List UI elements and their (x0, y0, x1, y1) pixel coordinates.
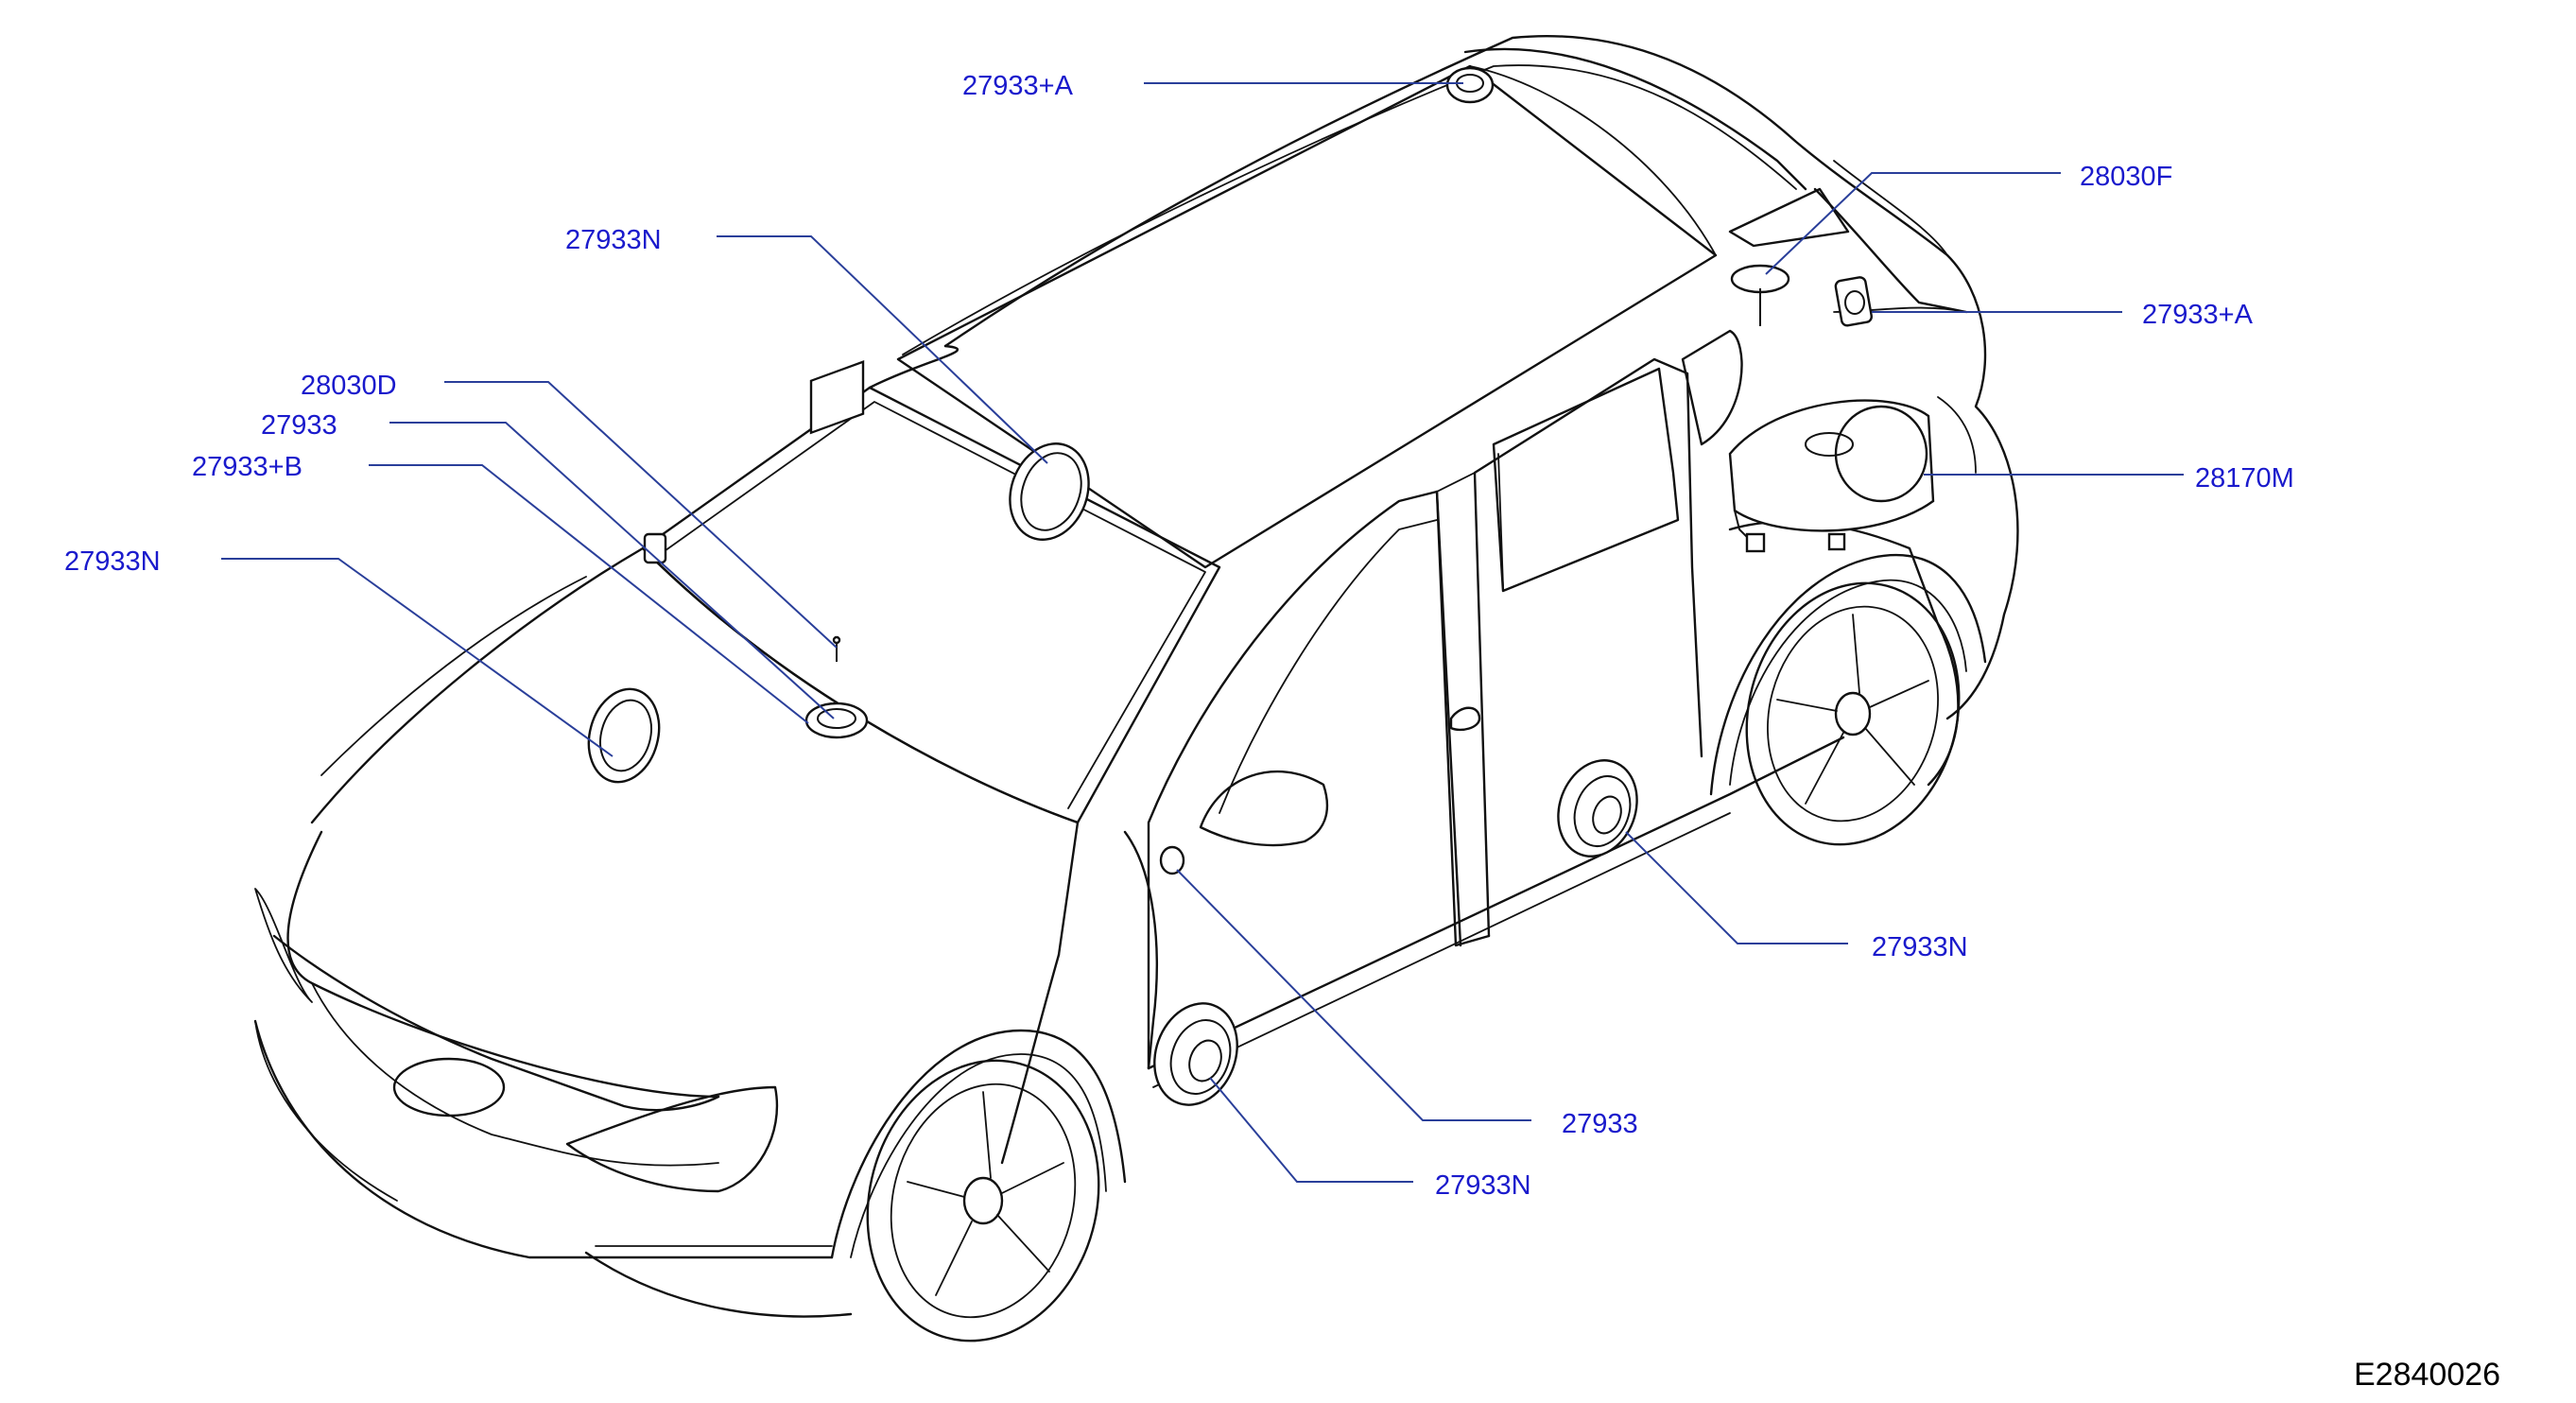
callout-27933-a-roof: 27933+A (962, 71, 1074, 101)
car-body-outline (253, 34, 2019, 1318)
part-front-door-speaker (1153, 1002, 1238, 1106)
part-sunroof-speaker (1009, 442, 1090, 541)
callout-27933-a-rear: 27933+A (2142, 300, 2254, 330)
part-rear-pillar-speaker (1834, 276, 1873, 327)
callout-27933n-front-door: 27933N (1435, 1170, 1531, 1201)
leader-lines (221, 82, 2184, 1183)
figure-id: E2840026 (2354, 1357, 2500, 1393)
part-subwoofer-amplifier (1728, 399, 1935, 553)
callout-27933n-hood: 27933N (64, 546, 161, 577)
part-dash-speaker (804, 360, 869, 739)
part-front-hood-speaker (587, 687, 661, 784)
part-rear-antenna (1730, 264, 1790, 326)
callout-labels: 27933+A 28030F 27933N 27933+A 28030D 279… (64, 71, 2294, 1201)
callout-27933n-rear-door: 27933N (1872, 932, 1968, 962)
part-glass-antenna (832, 635, 841, 662)
callout-27933-b: 27933+B (192, 452, 303, 482)
callout-27933-dash: 27933 (261, 410, 337, 441)
part-roof-speaker (1445, 66, 1495, 104)
callout-28030f: 28030F (2080, 162, 2172, 192)
rear-wheel (1745, 581, 1961, 846)
part-front-door-tweeter (1159, 845, 1185, 875)
callout-27933-door-tweeter: 27933 (1562, 1109, 1638, 1139)
callout-28030d: 28030D (301, 371, 397, 401)
part-rear-door-speaker (1557, 759, 1638, 857)
callout-27933n-sunroof: 27933N (565, 225, 662, 255)
front-wheel (866, 1059, 1100, 1342)
callout-28170m: 28170M (2195, 463, 2294, 494)
